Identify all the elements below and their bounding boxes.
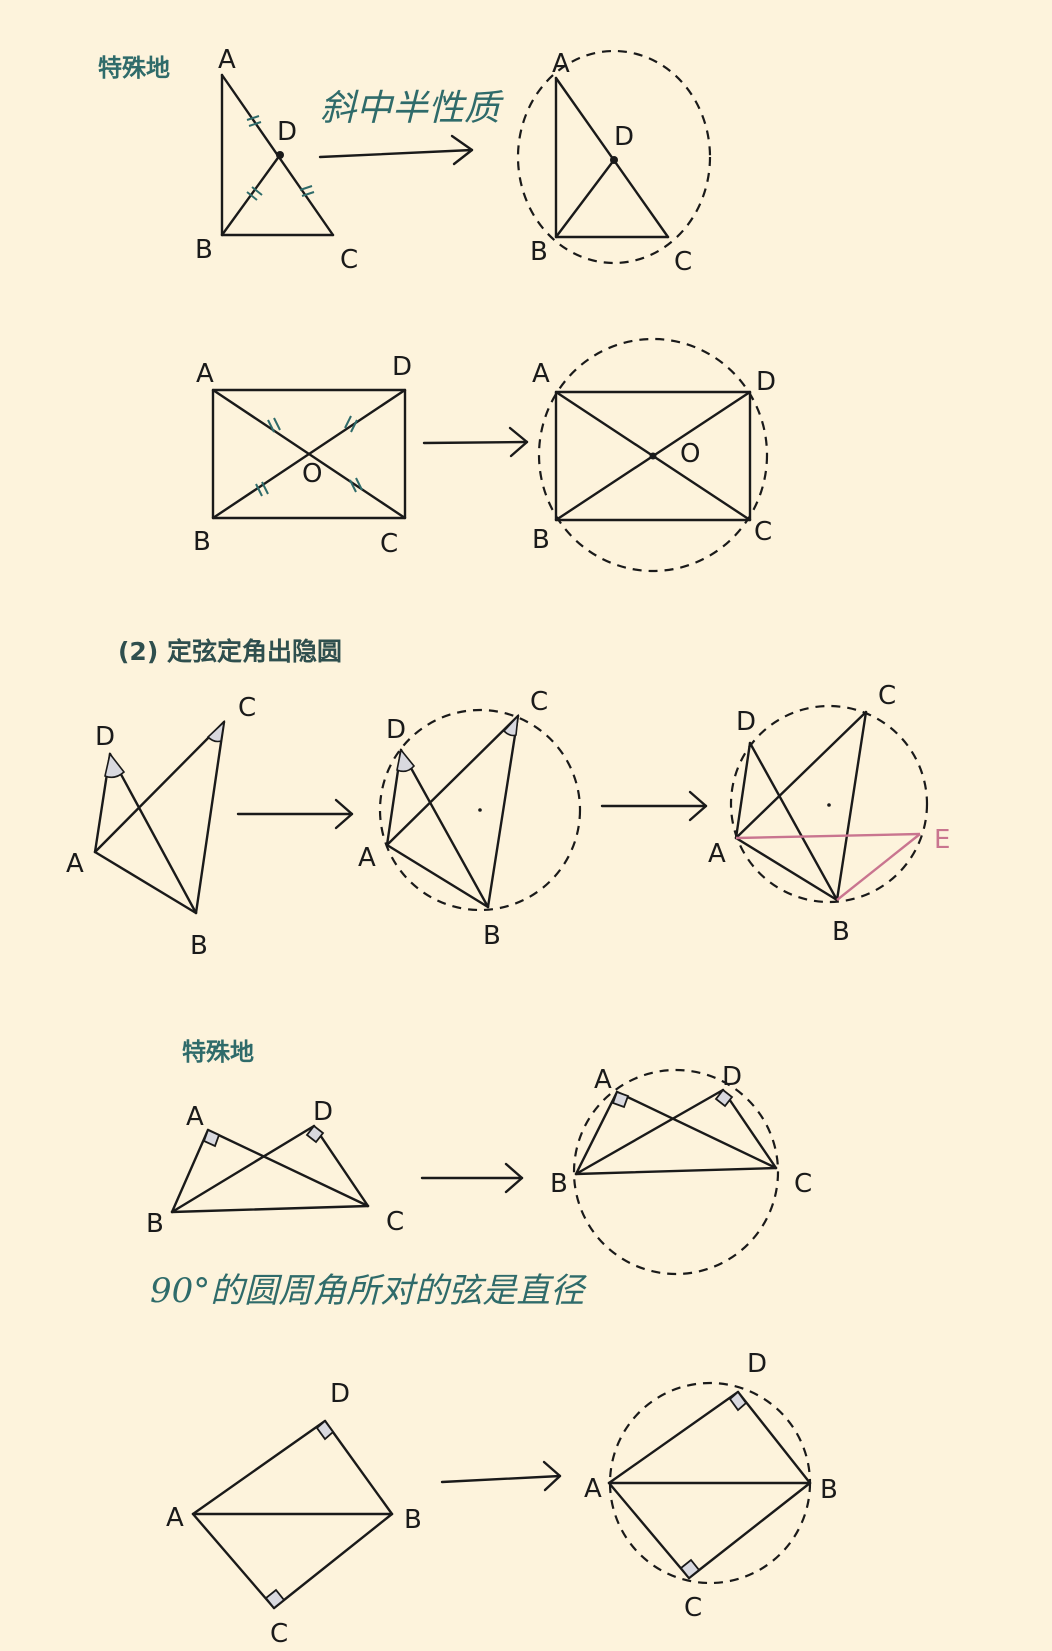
label-B: B xyxy=(532,525,550,555)
section-4-right-angles-opposite-sides: D A B C D A B C xyxy=(166,1349,838,1649)
label-B: B xyxy=(530,237,548,267)
caption-right-angle-diameter: 90°的圆周角所对的弦是直径 xyxy=(150,1271,587,1311)
arrow-icon xyxy=(600,790,708,822)
note-special-case: 特殊地 xyxy=(182,1038,254,1066)
label-B: B xyxy=(550,1169,568,1199)
right-triangle-circumcircle: A D B C xyxy=(516,49,712,277)
label-B: B xyxy=(820,1475,838,1505)
label-B: B xyxy=(190,931,208,961)
label-A: A xyxy=(166,1503,184,1533)
fig-with-circle: D C A B xyxy=(358,687,582,951)
label-C: C xyxy=(530,687,548,717)
label-D: D xyxy=(736,707,756,737)
label-C: C xyxy=(878,681,896,711)
note-special-case: 特殊地 xyxy=(98,54,170,82)
label-C: C xyxy=(386,1207,404,1237)
section-2-fixed-chord-angle: (2) 定弦定角出隐圆 D C A B xyxy=(66,637,950,961)
section-1-rectangle: A D B C O A D B C O xyxy=(193,337,776,573)
label-D: D xyxy=(756,367,776,397)
label-C: C xyxy=(754,517,772,547)
section-3-right-angles-same-side: 特殊地 A D B C A D xyxy=(146,1038,812,1311)
arrow-icon xyxy=(318,134,474,166)
label-D: D xyxy=(277,117,297,147)
fig-right-circle: A D B C xyxy=(550,1062,812,1276)
label-A: A xyxy=(532,359,550,389)
arrow-icon xyxy=(422,426,529,458)
label-C: C xyxy=(684,1593,702,1623)
section-1-right-triangle: 特殊地 A D B C 斜中半性质 xyxy=(98,45,712,277)
label-D: D xyxy=(95,722,115,752)
label-D: D xyxy=(747,1349,767,1379)
label-A: A xyxy=(186,1102,204,1132)
arrow-icon xyxy=(440,1460,562,1492)
label-A: A xyxy=(708,839,726,869)
label-B: B xyxy=(483,921,501,951)
arrow-icon xyxy=(236,798,354,830)
label-O: O xyxy=(302,459,322,489)
fig-no-circle: D C A B xyxy=(66,693,256,961)
label-A: A xyxy=(196,359,214,389)
label-A: A xyxy=(594,1065,612,1095)
right-triangle-left: A D B C xyxy=(195,45,358,275)
label-C: C xyxy=(380,529,398,559)
label-B: B xyxy=(832,917,850,947)
label-A: A xyxy=(218,45,236,75)
rectangle-left: A D B C O xyxy=(193,352,412,559)
label-A: A xyxy=(584,1474,602,1504)
label-E: E xyxy=(934,825,950,855)
label-B: B xyxy=(193,527,211,557)
label-C: C xyxy=(238,693,256,723)
label-C: C xyxy=(340,245,358,275)
fig-with-circle-point-E: D C A B E xyxy=(708,681,950,947)
label-A: A xyxy=(552,49,570,79)
label-D: D xyxy=(722,1062,742,1092)
fig-right-circle: D A B C xyxy=(584,1349,838,1623)
label-D: D xyxy=(313,1097,333,1127)
arrow-icon xyxy=(420,1162,524,1194)
section-heading: (2) 定弦定角出隐圆 xyxy=(118,637,342,666)
label-D: D xyxy=(330,1379,350,1409)
rectangle-right-circumcircle: A D B C O xyxy=(532,337,776,573)
label-C: C xyxy=(794,1169,812,1199)
label-D: D xyxy=(392,352,412,382)
label-D: D xyxy=(614,122,634,152)
caption-median-property: 斜中半性质 xyxy=(320,88,504,129)
label-A: A xyxy=(358,843,376,873)
label-A: A xyxy=(66,849,84,879)
label-B: B xyxy=(404,1505,422,1535)
fig-left: A D B C xyxy=(146,1097,404,1239)
label-B: B xyxy=(195,235,213,265)
label-D: D xyxy=(386,715,406,745)
label-C: C xyxy=(270,1619,288,1649)
label-B: B xyxy=(146,1209,164,1239)
label-O: O xyxy=(680,439,700,469)
label-C: C xyxy=(674,247,692,277)
fig-left: D A B C xyxy=(166,1379,422,1649)
